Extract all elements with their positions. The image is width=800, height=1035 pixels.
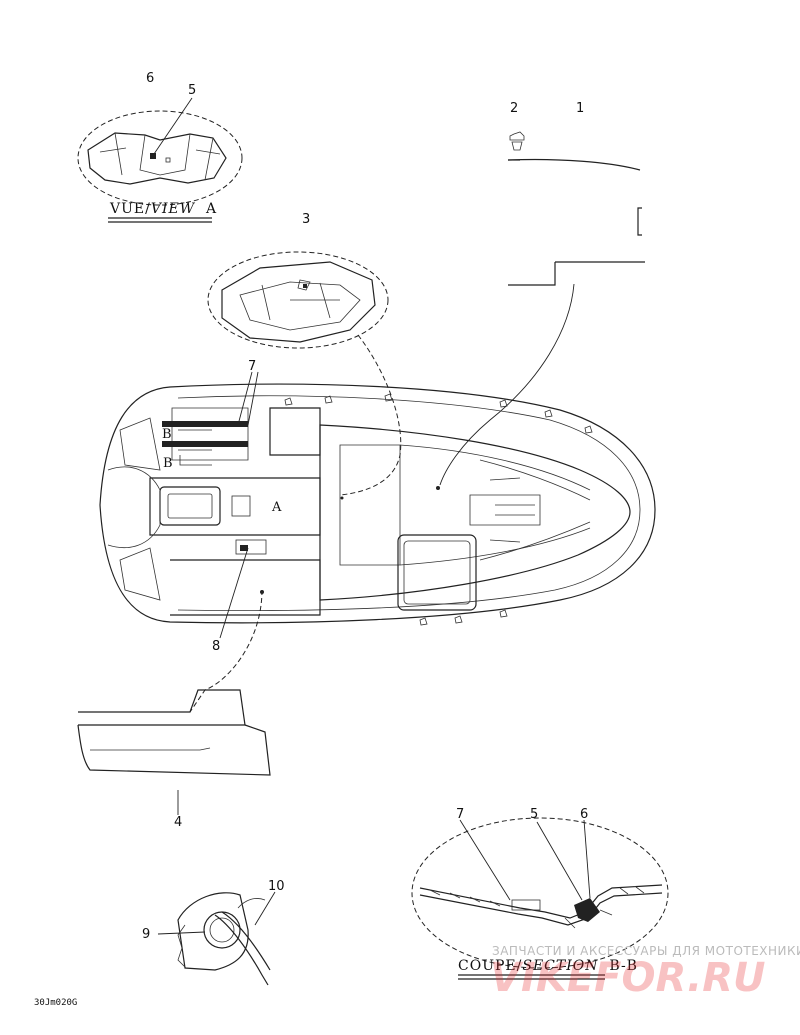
seat-detail-bubble <box>207 251 389 349</box>
section-bb-caption: COUPE/SECTION B-B <box>458 958 638 974</box>
watermark-logo: VIKEFOR.RU <box>490 955 766 1001</box>
callout-2: 2 <box>510 101 519 116</box>
callout-7-deck: 7 <box>248 359 257 374</box>
drawing-code: 30Jm020G <box>34 998 78 1008</box>
strap-detail <box>157 891 276 986</box>
watermark-tagline: ЗАПЧАСТИ И АКСЕССУАРЫ ДЛЯ МОТОТЕХНИКИ <box>492 944 800 958</box>
callout-5-view-a: 5 <box>188 83 197 98</box>
view-a-prefix: VUE/ <box>110 201 151 217</box>
callout-7-section: 7 <box>456 807 465 822</box>
view-a-caption: VUE/VIEW A <box>110 201 217 217</box>
deck-mark-a: A <box>272 500 283 515</box>
callout-9: 9 <box>142 927 151 942</box>
boat-top-view <box>99 383 656 626</box>
callout-6-view-a: 6 <box>146 71 155 86</box>
callout-8: 8 <box>212 639 221 654</box>
callout-4: 4 <box>174 815 183 830</box>
callout-6-section: 6 <box>580 807 589 822</box>
deck-mark-b-lower: B <box>163 456 174 471</box>
view-a-letter: A <box>206 201 218 217</box>
callout-5-section: 5 <box>530 807 539 822</box>
callout-1: 1 <box>576 101 585 116</box>
section-bb-title: SECTION <box>522 958 599 974</box>
section-bb-detail <box>411 817 669 969</box>
callout-10: 10 <box>268 879 285 894</box>
section-bb-prefix: COUPE/ <box>458 958 523 974</box>
view-a-title: VIEW <box>150 201 196 217</box>
callout-3: 3 <box>302 212 311 227</box>
side-profile-fragment <box>77 589 271 815</box>
view-a-detail <box>77 97 243 206</box>
hull-fragment-top-right <box>507 131 645 286</box>
deck-mark-b-upper: B <box>162 427 173 442</box>
section-bb-letter: B-B <box>609 958 638 974</box>
